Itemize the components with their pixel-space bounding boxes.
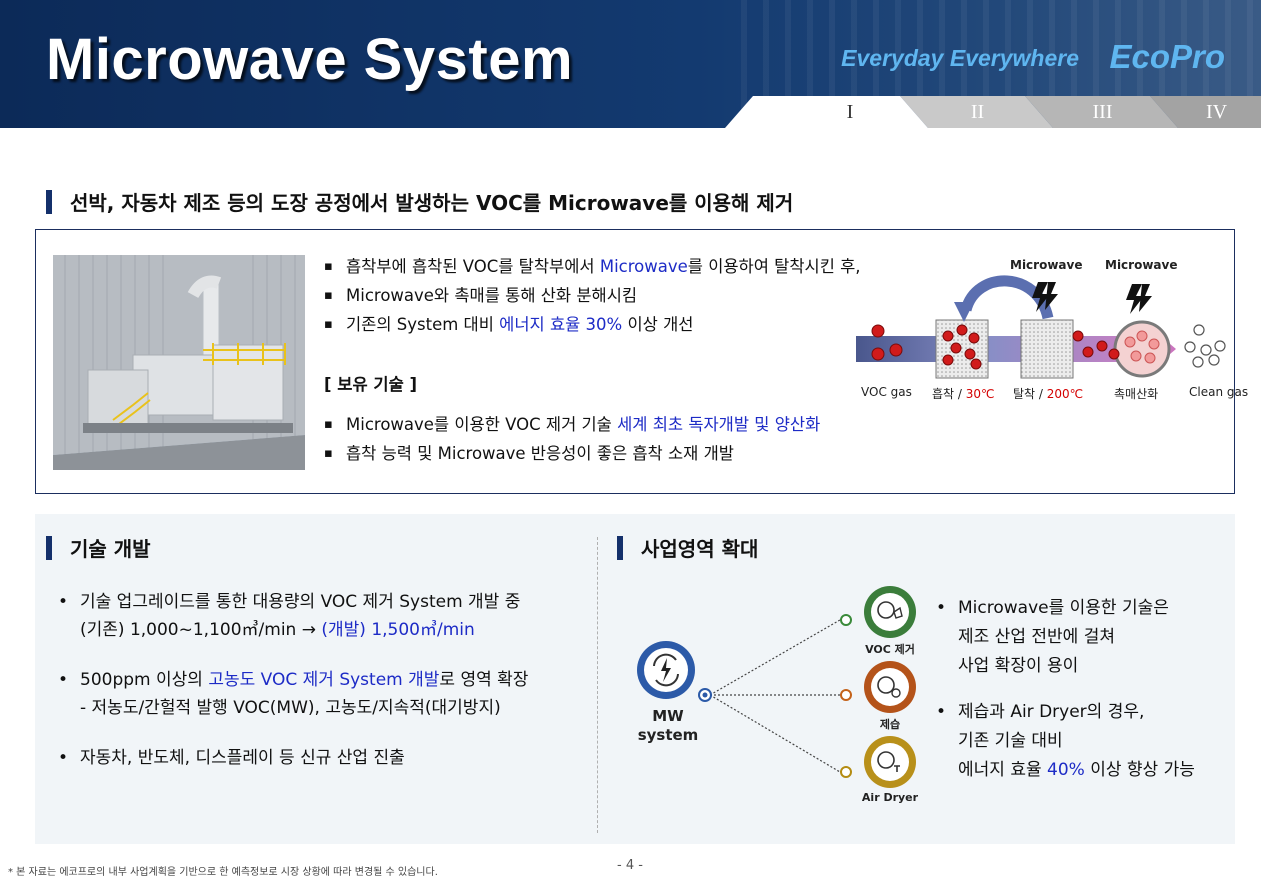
list-item: 기존의 System 대비 에너지 효율 30% 이상 개선 bbox=[324, 310, 861, 339]
voc-process-bullets: 흡착부에 흡착된 VOC를 탈착부에서 Microwave를 이용하여 탈착시킨… bbox=[324, 252, 861, 339]
list-item: Microwave를 이용한 기술은 제조 산업 전반에 걸쳐 사업 확장이 용… bbox=[934, 594, 1195, 681]
microwave-label: Microwave bbox=[1105, 258, 1178, 272]
bullet-text: (기존) 1,000~1,100㎥/min → bbox=[80, 620, 322, 640]
voc-gas-label: VOC gas bbox=[861, 385, 912, 399]
list-item: 흡착부에 흡착된 VOC를 탈착부에서 Microwave를 이용하여 탈착시킨… bbox=[324, 252, 861, 281]
bullet-text: 흡착부에 흡착된 VOC를 탈착부에서 bbox=[346, 257, 600, 276]
bullet-highlight: (개발) 1,500㎥/min bbox=[321, 620, 475, 640]
disclaimer-note: * 본 자료는 에코프로의 내부 사업계획을 기반으로 한 예측정보로 시장 상… bbox=[8, 867, 438, 878]
tab-ii[interactable]: II bbox=[900, 96, 1053, 128]
node-dehumid-label: 제습 bbox=[879, 718, 901, 731]
clean-gas-label: Clean gas bbox=[1189, 385, 1249, 399]
voc-summary-box: 흡착부에 흡착된 VOC를 탈착부에서 Microwave를 이용하여 탈착시킨… bbox=[35, 229, 1248, 494]
desorb-label: 탈착 / 200℃ bbox=[1013, 385, 1083, 402]
brand-logo: EcoPro bbox=[1109, 38, 1225, 75]
adsorb-temp: 30℃ bbox=[965, 387, 995, 401]
desorb-temp: 200℃ bbox=[1046, 387, 1084, 401]
biz-expand-list: Microwave를 이용한 기술은 제조 산업 전반에 걸쳐 사업 확장이 용… bbox=[934, 594, 1195, 802]
list-item: 기술 업그레이드를 통한 대용량의 VOC 제거 System 개발 중 (기존… bbox=[56, 588, 528, 644]
bullet-text: 기존 기술 대비 bbox=[958, 731, 1063, 751]
bullet-text: 자동차, 반도체, 디스플레이 등 신규 산업 진출 bbox=[80, 748, 405, 768]
voc-process-diagram: Microwave Microwave VOC gas 흡착 / 30℃ 탈착 … bbox=[816, 250, 1248, 410]
node-voc-label: VOC 제거 bbox=[865, 643, 915, 656]
tech-dev-list: 기술 업그레이드를 통한 대용량의 VOC 제거 System 개발 중 (기존… bbox=[56, 588, 528, 794]
page-title: Microwave System bbox=[46, 27, 574, 92]
list-item: 자동차, 반도체, 디스플레이 등 신규 산업 진출 bbox=[56, 744, 528, 772]
adsorb-label: 흡착 / 30℃ bbox=[932, 385, 995, 402]
catalyst-label: 촉매산화 bbox=[1114, 387, 1159, 401]
list-item: 500ppm 이상의 고농도 VOC 제거 System 개발로 영역 확장 -… bbox=[56, 666, 528, 722]
heading-bar bbox=[46, 189, 52, 214]
list-item-continuation: Microwave와 촉매를 통해 산화 분해시킴 bbox=[324, 281, 861, 310]
section-heading-voc: 선박, 자동차 제조 등의 도장 공정에서 발생하는 VOC를 Microwav… bbox=[46, 187, 793, 216]
bullet-highlight: 에너지 효율 30% bbox=[499, 315, 623, 334]
bullet-text: 제습과 Air Dryer의 경우, bbox=[958, 702, 1145, 722]
header-banner: Microwave System Everyday Everywhere Eco… bbox=[0, 0, 1261, 128]
bullet-text: 흡착 능력 및 Microwave 반응성이 좋은 흡착 소재 개발 bbox=[346, 444, 734, 463]
bullet-text: Microwave를 이용한 VOC 제거 기술 bbox=[346, 415, 618, 434]
bullet-highlight: 고농도 VOC 제거 System 개발 bbox=[208, 670, 440, 690]
bullet-text: 로 영역 확장 bbox=[439, 670, 529, 690]
bullet-highlight: 세계 최초 독자개발 및 양산화 bbox=[617, 415, 821, 434]
owned-tech-subheading: [ 보유 기술 ] bbox=[324, 375, 418, 394]
owned-tech-bullets: Microwave를 이용한 VOC 제거 기술 세계 최초 독자개발 및 양산… bbox=[324, 410, 820, 468]
tab-iii[interactable]: III bbox=[1025, 96, 1178, 128]
section-heading-biz-expand: 사업영역 확대 bbox=[617, 533, 758, 562]
page-number: - 4 - bbox=[617, 858, 643, 873]
bullet-text: 를 이용하여 탈착시킨 후, bbox=[687, 257, 861, 276]
section-heading-text: 선박, 자동차 제조 등의 도장 공정에서 발생하는 VOC를 Microwav… bbox=[70, 191, 794, 215]
panel-divider bbox=[597, 537, 598, 833]
bullet-line: 500ppm 이상의 고농도 VOC 제거 System 개발로 영역 확장 bbox=[80, 666, 528, 694]
slogan: Everyday Everywhere bbox=[841, 45, 1079, 71]
bullet-text: 에너지 효율 bbox=[958, 760, 1048, 780]
mw-application-diagram: MW system VOC 제거 제습 Air Dryer bbox=[630, 580, 930, 810]
section-tabs: IV III II I bbox=[725, 96, 1261, 128]
mw-system-label: MW system bbox=[630, 707, 706, 745]
section-heading-text: 기술 개발 bbox=[70, 537, 151, 561]
list-item: 흡착 능력 및 Microwave 반응성이 좋은 흡착 소재 개발 bbox=[324, 439, 820, 468]
heading-bar bbox=[46, 535, 52, 560]
bullet-text: 사업 확장이 용이 bbox=[958, 656, 1079, 676]
list-item: Microwave를 이용한 VOC 제거 기술 세계 최초 독자개발 및 양산… bbox=[324, 410, 820, 439]
bullet-subline: (기존) 1,000~1,100㎥/min → (개발) 1,500㎥/min bbox=[80, 616, 528, 644]
adsorb-text: 흡착 / bbox=[932, 387, 966, 401]
mw-label: MW bbox=[652, 707, 684, 725]
bullet-text: 이상 개선 bbox=[622, 315, 694, 334]
node-air-dryer-label: Air Dryer bbox=[861, 791, 919, 804]
bullet-subline: - 저농도/간헐적 발행 VOC(MW), 고농도/지속적(대기방지) bbox=[80, 698, 501, 718]
bullet-text: 500ppm 이상의 bbox=[80, 670, 209, 690]
facility-photo bbox=[53, 255, 305, 470]
section-heading-text: 사업영역 확대 bbox=[641, 537, 759, 561]
tab-i[interactable]: I bbox=[725, 96, 928, 128]
section-heading-tech-dev: 기술 개발 bbox=[46, 533, 151, 562]
bullet-line: 에너지 효율 40% 이상 향상 가능 bbox=[958, 756, 1195, 785]
system-label: system bbox=[637, 726, 699, 744]
bullet-text: 이상 향상 가능 bbox=[1084, 760, 1195, 780]
bullet-highlight: Microwave bbox=[599, 257, 688, 276]
bullet-text: 제조 산업 전반에 걸쳐 bbox=[958, 627, 1115, 647]
bullet-text: Microwave를 이용한 기술은 bbox=[958, 598, 1169, 618]
list-item: 제습과 Air Dryer의 경우, 기존 기술 대비 에너지 효율 40% 이… bbox=[934, 698, 1195, 785]
bullet-highlight: 40% bbox=[1047, 760, 1085, 780]
microwave-label: Microwave bbox=[1010, 258, 1083, 272]
desorb-text: 탈착 / bbox=[1013, 387, 1047, 401]
bullet-text: Microwave와 촉매를 통해 산화 분해시킴 bbox=[346, 286, 638, 305]
bullet-text: 기존의 System 대비 bbox=[346, 315, 500, 334]
heading-bar bbox=[617, 535, 623, 560]
bullet-text: 기술 업그레이드를 통한 대용량의 VOC 제거 System 개발 중 bbox=[80, 592, 521, 612]
